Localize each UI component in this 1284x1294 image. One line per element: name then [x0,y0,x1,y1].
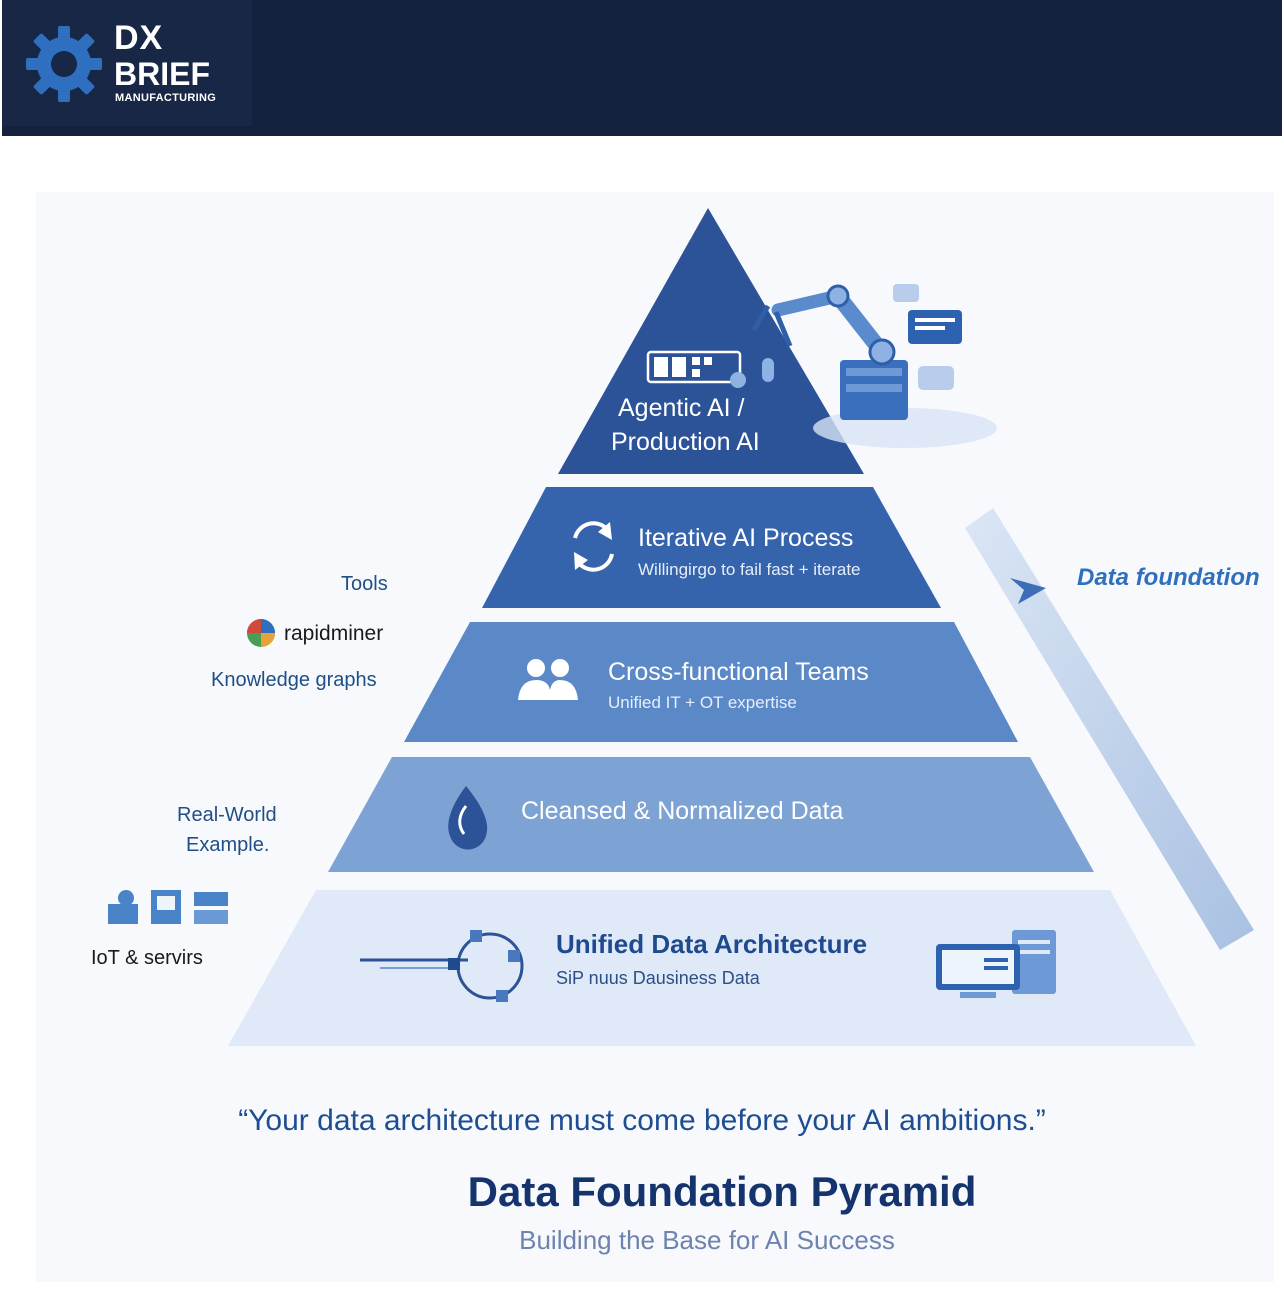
logo-text-brief: BRIEF [114,56,210,92]
pyramid-tier-2-shape [482,487,941,608]
monitor-server-icon [936,930,1056,998]
network-flow-icon [360,930,524,1002]
iot-devices-icon [108,890,228,924]
tier-1-title-line1: Agentic AI / [618,394,745,422]
dashboard-icon [646,350,774,388]
gear-icon [26,26,102,102]
page-title: Data Foundation Pyramid [467,1168,977,1215]
robot-arm-icon [751,284,997,448]
logo-text-manufacturing: MANUFACTURING [115,92,217,104]
iot-servers-label: IoT & servirs [91,947,203,969]
logo-text-dx: DX [114,19,164,57]
tier-3-subtitle: Unified IT + OT expertise [608,693,797,712]
tools-label: Tools [341,573,388,595]
refresh-cycle-icon [573,521,614,572]
data-foundation-label: Data foundation [1077,564,1260,591]
real-world-example-line1: Real-World [177,804,277,826]
pyramid-tier-1-shape [558,208,864,474]
knowledge-graphs-label: Knowledge graphs [211,669,377,691]
pyramid-tier-4-shape [328,757,1094,872]
rapidminer-logo-icon [247,619,275,647]
tier-2-subtitle: Willingirgo to fail fast + iterate [638,560,861,579]
tier-2-title: Iterative AI Process [638,524,854,552]
tier-4-title: Cleansed & Normalized Data [521,797,844,825]
data-foundation-arrow-icon [1010,578,1046,604]
data-foundation-band [965,508,1254,950]
page-subtitle: Building the Base for AI Success [519,1225,895,1255]
tier-3-title: Cross-functional Teams [608,658,869,686]
water-drop-icon [448,786,488,850]
real-world-example-line2: Example. [186,834,270,856]
tier-5-subtitle: SiP nuus Dausiness Data [556,968,760,988]
tier-5-title: Unified Data Architecture [556,929,868,959]
pyramid-tier-3-shape [404,622,1018,742]
tier-1-title-line2: Production AI [611,428,760,456]
quote-text: “Your data architecture must come before… [238,1104,1046,1137]
pyramid-tier-5-shape [228,890,1196,1046]
logo[interactable]: DX BRIEF MANUFACTURING [2,0,252,126]
team-icon [518,659,578,700]
rapidminer-label: rapidminer [284,622,384,645]
